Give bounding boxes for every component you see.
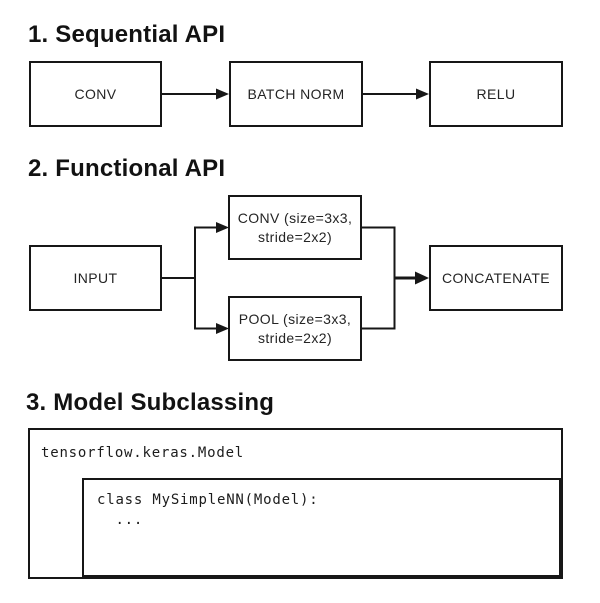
label-base-class: tensorflow.keras.Model <box>41 445 245 461</box>
split-input-branches <box>162 222 229 334</box>
node-input: INPUT <box>29 245 162 311</box>
node-concatenate: CONCATENATE <box>429 245 563 311</box>
arrow-batchnorm-to-relu <box>363 88 429 100</box>
frame-subclass <box>82 478 561 577</box>
node-conv-3x3: CONV (size=3x3, stride=2x2) <box>228 195 362 260</box>
node-batch-norm: BATCH NORM <box>229 61 363 127</box>
node-pool-3x3: POOL (size=3x3, stride=2x2) <box>228 296 362 361</box>
section-title-subclassing: 3. Model Subclassing <box>26 389 275 416</box>
node-relu: RELU <box>429 61 563 127</box>
section-title-sequential: 1. Sequential API <box>28 21 226 48</box>
node-conv: CONV <box>29 61 162 127</box>
code-subclass: class MySimpleNN(Model): ... <box>97 492 319 529</box>
arrow-conv-to-batchnorm <box>162 88 229 100</box>
section-title-functional: 2. Functional API <box>28 155 226 182</box>
merge-to-concatenate <box>362 226 429 330</box>
